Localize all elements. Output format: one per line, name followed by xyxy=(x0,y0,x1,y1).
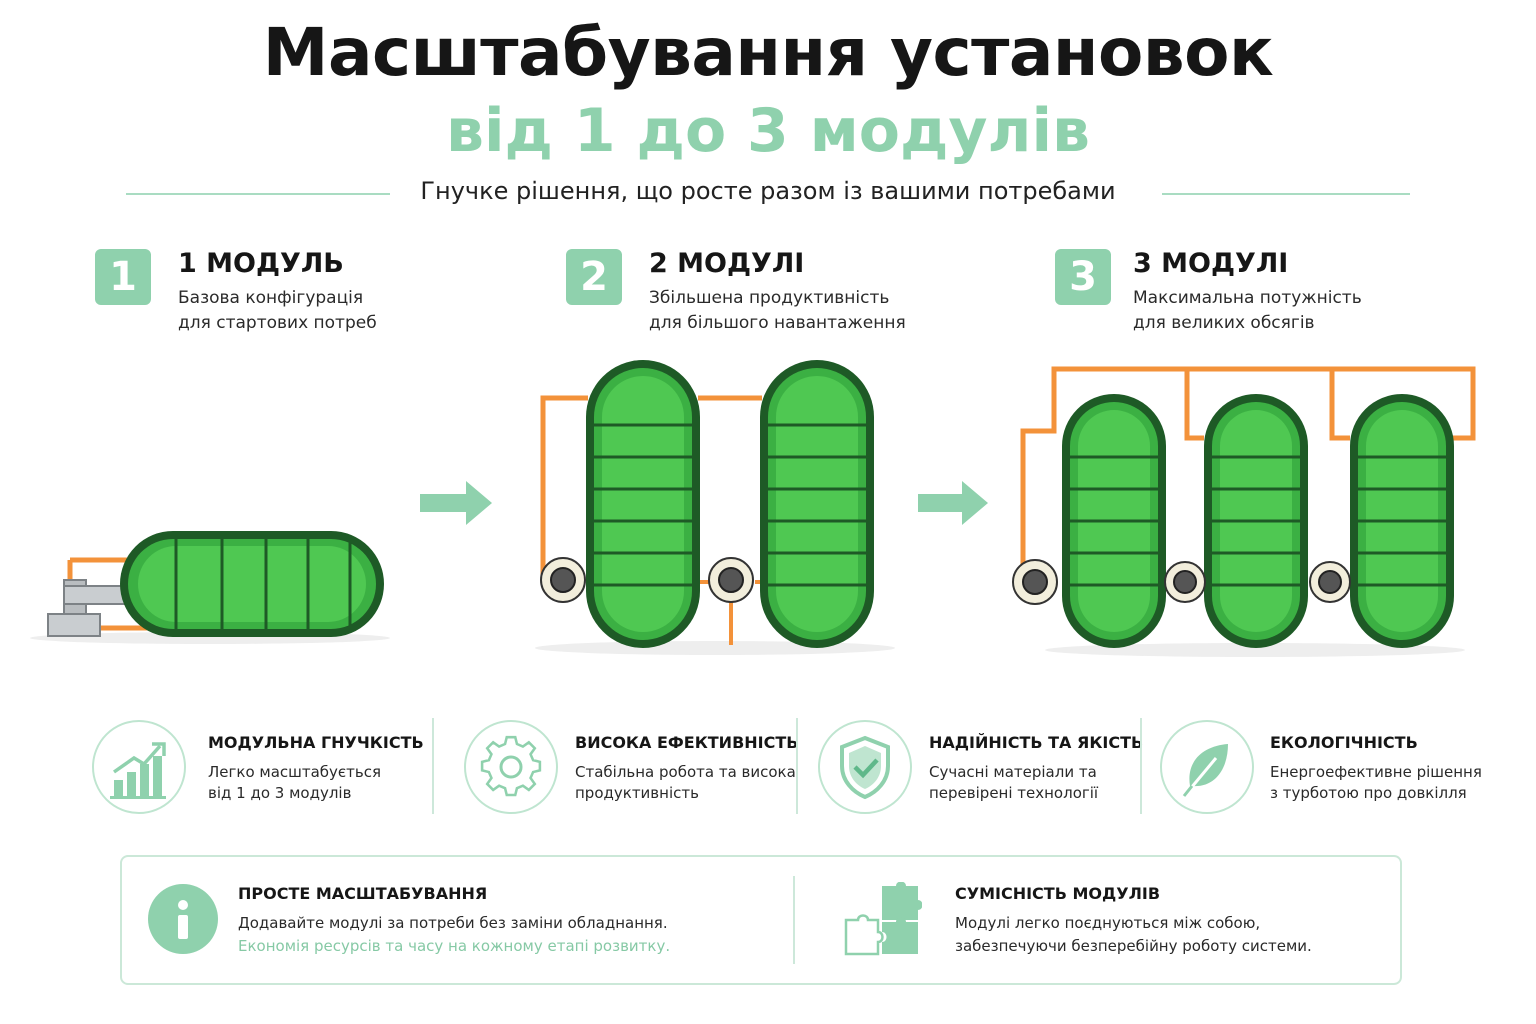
valve-icon xyxy=(540,557,586,603)
feature-divider xyxy=(1140,718,1142,814)
feature-4-desc: Енергоефективне рішення з турботою про д… xyxy=(1270,762,1482,804)
puzzle-icon xyxy=(842,881,923,958)
feature-3-desc-line1: Сучасні матеріали та xyxy=(929,763,1097,781)
panel-left-line1: Додавайте модулі за потреби без заміни о… xyxy=(238,914,668,932)
module-2-tanks xyxy=(535,360,895,655)
feature-4-desc-line2: з турботою про довкілля xyxy=(1270,784,1467,802)
module-3-tanks xyxy=(1012,366,1476,657)
page-title-accent: від 1 до 3 модулів xyxy=(445,96,1091,166)
arrow-icon xyxy=(420,481,492,525)
gear-icon xyxy=(464,720,558,814)
step-1-desc: Базова конфігурація для стартових потреб xyxy=(178,286,377,336)
feature-1-desc: Легко масштабується від 1 до 3 модулів xyxy=(208,762,381,804)
panel-left-line2: Економія ресурсів та часу на кожному ета… xyxy=(238,937,671,955)
feature-divider xyxy=(796,718,798,814)
shield-check-icon xyxy=(818,720,912,814)
arrow-icon xyxy=(918,481,988,525)
step-1-badge: 1 xyxy=(95,249,151,305)
modules-illustration xyxy=(30,360,1476,657)
panel-right-text: Модулі легко поєднуються між собою, забе… xyxy=(955,912,1312,958)
feature-2-title: ВИСОКА ЕФЕКТИВНІСТЬ xyxy=(575,733,799,752)
feature-1-title: МОДУЛЬНА ГНУЧКІСТЬ xyxy=(208,733,424,752)
subtitle-divider-right xyxy=(1162,193,1410,195)
step-3-badge: 3 xyxy=(1055,249,1111,305)
feature-2-desc-line1: Стабільна робота та висока xyxy=(575,763,796,781)
step-2-desc-line1: Збільшена продуктивність xyxy=(649,288,890,308)
feature-3-desc-line2: перевірені технології xyxy=(929,784,1099,802)
valve-icon xyxy=(1012,559,1058,605)
step-2-title: 2 МОДУЛІ xyxy=(649,248,805,279)
step-2-badge: 2 xyxy=(566,249,622,305)
module-1-tank xyxy=(30,531,390,644)
info-icon xyxy=(148,884,218,954)
step-2-desc: Збільшена продуктивність для більшого на… xyxy=(649,286,906,336)
feature-3-desc: Сучасні матеріали та перевірені технолог… xyxy=(929,762,1098,804)
leaf-icon xyxy=(1160,720,1254,814)
feature-3-title: НАДІЙНІСТЬ ТА ЯКІСТЬ xyxy=(929,733,1144,752)
step-1-desc-line2: для стартових потреб xyxy=(178,313,377,333)
step-1-desc-line1: Базова конфігурація xyxy=(178,288,364,308)
feature-2-desc: Стабільна робота та висока продуктивніст… xyxy=(575,762,796,804)
page-title: Масштабування установок xyxy=(262,14,1274,91)
panel-divider xyxy=(793,876,795,964)
chart-growth-icon xyxy=(92,720,186,814)
panel-left-text: Додавайте модулі за потреби без заміни о… xyxy=(238,912,670,958)
feature-1-desc-line1: Легко масштабується xyxy=(208,763,382,781)
feature-1-desc-line2: від 1 до 3 модулів xyxy=(208,784,352,802)
info-panel xyxy=(120,855,1402,985)
valve-icon xyxy=(1164,561,1206,603)
step-3-desc: Максимальна потужність для великих обсяг… xyxy=(1133,286,1362,336)
feature-4-title: ЕКОЛОГІЧНІСТЬ xyxy=(1270,733,1418,752)
panel-left-title: ПРОСТЕ МАСШТАБУВАННЯ xyxy=(238,884,488,903)
panel-right-title: СУМІСНІСТЬ МОДУЛІВ xyxy=(955,884,1161,903)
valve-icon xyxy=(1309,561,1351,603)
panel-right-line2: забезпечуючи безперебійну роботу системи… xyxy=(955,937,1312,955)
step-3-desc-line2: для великих обсягів xyxy=(1133,313,1315,333)
page-subtitle: Гнучке рішення, що росте разом із вашими… xyxy=(420,177,1116,205)
step-3-desc-line1: Максимальна потужність xyxy=(1133,288,1362,308)
subtitle-divider-left xyxy=(126,193,390,195)
feature-divider xyxy=(432,718,434,814)
feature-4-desc-line1: Енергоефективне рішення xyxy=(1270,763,1482,781)
step-2-desc-line2: для більшого навантаження xyxy=(649,313,906,333)
feature-2-desc-line2: продуктивність xyxy=(575,784,699,802)
panel-right-line1: Модулі легко поєднуються між собою, xyxy=(955,914,1261,932)
valve-icon xyxy=(708,557,754,603)
step-3-title: 3 МОДУЛІ xyxy=(1133,248,1289,279)
step-1-title: 1 МОДУЛЬ xyxy=(178,248,344,279)
